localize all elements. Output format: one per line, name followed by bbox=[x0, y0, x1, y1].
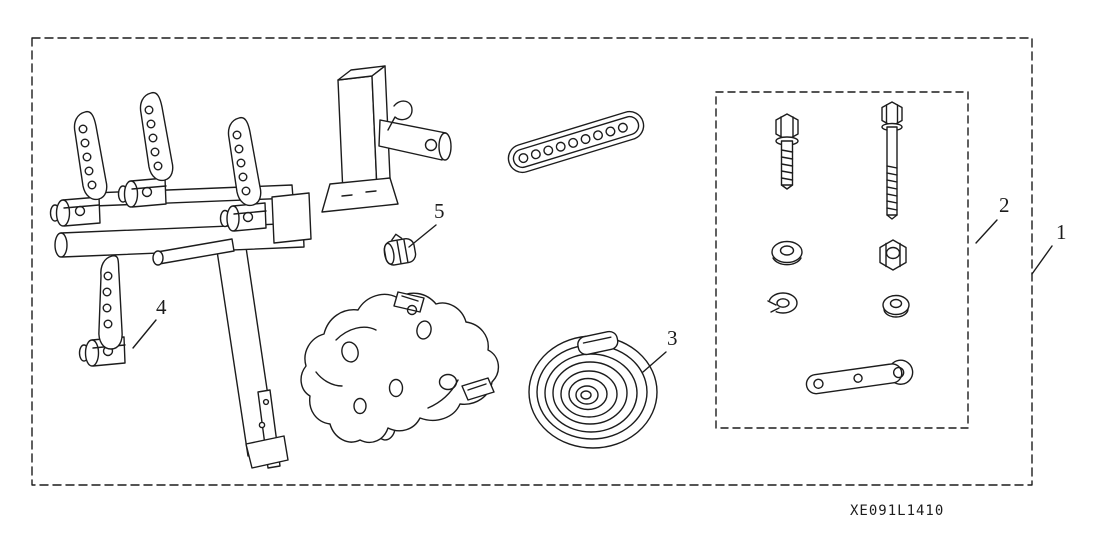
support-beam bbox=[213, 226, 289, 469]
beam-foot bbox=[245, 435, 289, 469]
rubber-spacer bbox=[383, 233, 417, 266]
callout-1: 1 bbox=[1056, 220, 1067, 244]
callout-5: 5 bbox=[434, 199, 445, 223]
strap-arm-4 bbox=[98, 255, 123, 350]
axle-bar bbox=[152, 238, 235, 266]
strap-arm-2 bbox=[139, 91, 174, 182]
link-plate bbox=[805, 359, 914, 395]
strap-clamp-2 bbox=[117, 177, 167, 208]
leader-line-1 bbox=[1031, 245, 1053, 275]
bolt-long bbox=[881, 101, 903, 220]
callout-4: 4 bbox=[156, 295, 167, 319]
washer-flat-b bbox=[882, 294, 910, 318]
strap-arm-1 bbox=[73, 110, 108, 201]
leader-line-5 bbox=[408, 224, 437, 248]
washer-flat-a bbox=[771, 240, 803, 266]
coil-clip bbox=[577, 330, 619, 356]
kit-boundary-box bbox=[31, 37, 1033, 486]
hardware-kit bbox=[764, 101, 914, 395]
hole-strap bbox=[507, 110, 645, 174]
leader-lines bbox=[132, 219, 1053, 373]
strap-arm-3 bbox=[227, 116, 262, 207]
leader-line-2 bbox=[975, 219, 998, 244]
hitch-pin-hole bbox=[424, 138, 438, 152]
part-code-label: XE091L1410 bbox=[850, 503, 945, 519]
strap-clamp-1 bbox=[49, 196, 101, 227]
bolt-short bbox=[775, 113, 799, 190]
mount-block bbox=[271, 192, 312, 244]
receiver-base bbox=[321, 177, 399, 213]
hex-nut bbox=[879, 239, 907, 271]
strap-clamp-3 bbox=[219, 202, 267, 232]
crossbar-main bbox=[54, 222, 305, 258]
leader-line-3 bbox=[642, 351, 667, 373]
mount-bracket bbox=[300, 291, 499, 444]
hitch-receiver bbox=[321, 65, 452, 213]
bracket-buckle-top bbox=[393, 291, 425, 313]
coiled-strap bbox=[528, 330, 658, 449]
lock-washer bbox=[764, 292, 798, 314]
bike-rack-assembly bbox=[49, 91, 312, 469]
leader-line-4 bbox=[132, 319, 157, 349]
callout-3: 3 bbox=[667, 326, 678, 350]
callout-2: 2 bbox=[999, 193, 1010, 217]
retainer-clip bbox=[387, 100, 413, 131]
hardware-group-box bbox=[715, 91, 969, 429]
